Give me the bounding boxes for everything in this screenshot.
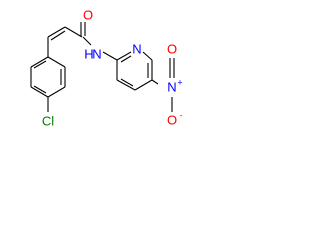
hydrogen-amide-label: H xyxy=(84,46,93,61)
bond xyxy=(116,79,136,91)
bond xyxy=(116,51,132,61)
bond xyxy=(120,78,134,87)
nitro-minus-charge: - xyxy=(180,110,183,120)
bond xyxy=(33,85,47,94)
bond xyxy=(142,51,153,61)
bond xyxy=(47,26,66,38)
pyridine-ring xyxy=(116,51,153,91)
bond xyxy=(134,79,153,91)
acrylamide-chain xyxy=(47,22,118,61)
bond xyxy=(102,51,118,61)
bond xyxy=(33,60,47,69)
nitro-plus-charge: + xyxy=(177,77,182,87)
nitrogen-nitro-label: N xyxy=(167,79,176,94)
oxygen-nitro-bottom-label: O xyxy=(167,112,177,127)
chemical-structure: O N H N N + O O - Cl xyxy=(30,7,183,128)
bond xyxy=(47,56,66,68)
bond xyxy=(30,86,49,98)
bond xyxy=(120,55,132,63)
nitrogen-pyridine-label: N xyxy=(132,41,141,56)
oxygen-carbonyl-label: O xyxy=(83,7,93,22)
bond xyxy=(151,79,159,85)
bond xyxy=(82,36,92,46)
oxygen-nitro-top-label: O xyxy=(167,41,177,56)
bond xyxy=(64,26,83,38)
chlorophenyl-ring xyxy=(30,56,66,98)
bond xyxy=(50,30,66,41)
bond xyxy=(30,56,49,68)
nitrogen-amide-label: N xyxy=(92,46,101,61)
chlorine-label: Cl xyxy=(42,113,54,128)
bond xyxy=(47,86,66,98)
